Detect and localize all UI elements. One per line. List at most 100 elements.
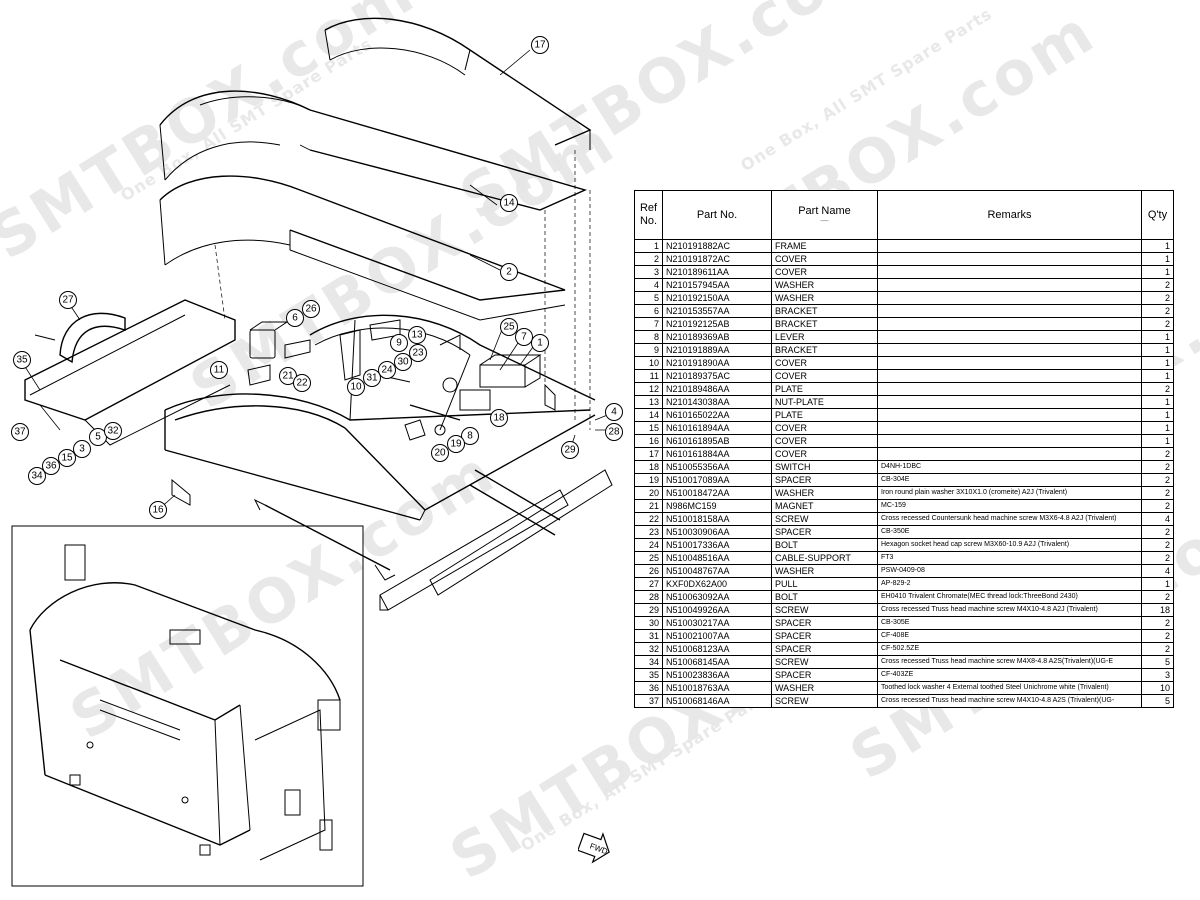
callout-circle bbox=[447, 435, 465, 453]
callout-circle bbox=[500, 194, 518, 212]
cell-name: LEVER bbox=[771, 330, 878, 344]
callout-circle bbox=[59, 291, 77, 309]
cell-qty: 4 bbox=[1141, 564, 1174, 578]
callout-circle bbox=[42, 457, 60, 475]
cell-name: WASHER bbox=[771, 278, 878, 292]
callout-number: 18 bbox=[493, 413, 505, 424]
cell-remarks bbox=[877, 317, 1142, 331]
callout-number: 8 bbox=[467, 431, 473, 442]
header-part-no: Part No. bbox=[662, 190, 772, 240]
cell-ref: 5 bbox=[634, 291, 663, 305]
cell-remarks bbox=[877, 278, 1142, 292]
cell-remarks bbox=[877, 239, 1142, 253]
cell-name: COVER bbox=[771, 447, 878, 461]
callout-number: 1 bbox=[537, 338, 543, 349]
cell-qty: 1 bbox=[1141, 330, 1174, 344]
callout-circle bbox=[531, 334, 549, 352]
cell-remarks bbox=[877, 291, 1142, 305]
cell-ref: 29 bbox=[634, 603, 663, 617]
bracket-parts bbox=[247, 319, 556, 411]
cell-name: SPACER bbox=[771, 629, 878, 643]
cell-remarks: CB-305E bbox=[877, 616, 1142, 630]
cell-remarks bbox=[877, 356, 1142, 370]
callout-17: 17 bbox=[531, 36, 549, 54]
callout-36: 36 bbox=[42, 457, 60, 475]
callout-6: 6 bbox=[286, 309, 304, 327]
callout-circle bbox=[58, 449, 76, 467]
cell-qty: 1 bbox=[1141, 369, 1174, 383]
cell-name: SCREW bbox=[771, 603, 878, 617]
callout-number: 20 bbox=[434, 448, 446, 459]
callout-circle bbox=[149, 501, 167, 519]
cell-qty: 2 bbox=[1141, 551, 1174, 565]
cell-name: SPACER bbox=[771, 525, 878, 539]
callout-number: 25 bbox=[503, 322, 515, 333]
forward-arrow-icon: FWD bbox=[578, 832, 610, 864]
cell-part-no: N510068146AA bbox=[662, 694, 772, 708]
cell-qty: 2 bbox=[1141, 460, 1174, 474]
callout-circle bbox=[531, 36, 549, 54]
cell-ref: 23 bbox=[634, 525, 663, 539]
cell-remarks bbox=[877, 265, 1142, 279]
cell-remarks bbox=[877, 421, 1142, 435]
callout-number: 7 bbox=[521, 332, 527, 343]
callout-circle bbox=[363, 369, 381, 387]
cell-ref: 17 bbox=[634, 447, 663, 461]
cell-name: BRACKET bbox=[771, 317, 878, 331]
cell-ref: 31 bbox=[634, 629, 663, 643]
cell-ref: 21 bbox=[634, 499, 663, 513]
rail-part bbox=[253, 469, 613, 611]
callout-number: 27 bbox=[62, 295, 74, 306]
cell-remarks: CB-304E bbox=[877, 473, 1142, 487]
cell-qty: 1 bbox=[1141, 252, 1174, 266]
cell-part-no: N510068145AA bbox=[662, 655, 772, 669]
cell-ref: 35 bbox=[634, 668, 663, 682]
callout-circle bbox=[500, 263, 518, 281]
callout-8: 8 bbox=[461, 427, 479, 445]
cell-remarks: MC-159 bbox=[877, 499, 1142, 513]
callout-number: 2 bbox=[506, 267, 512, 278]
cell-qty: 1 bbox=[1141, 239, 1174, 253]
callout-number: 26 bbox=[305, 304, 317, 315]
callout-2: 2 bbox=[500, 263, 518, 281]
callout-number: 31 bbox=[366, 373, 378, 384]
cell-name: SPACER bbox=[771, 642, 878, 656]
callout-circle bbox=[561, 441, 579, 459]
cell-part-no: N510048767AA bbox=[662, 564, 772, 578]
cell-qty: 2 bbox=[1141, 486, 1174, 500]
cell-name: WASHER bbox=[771, 486, 878, 500]
cell-qty: 3 bbox=[1141, 668, 1174, 682]
cell-part-no: N210189375AC bbox=[662, 369, 772, 383]
callout-15: 15 bbox=[58, 449, 76, 467]
cell-qty: 1 bbox=[1141, 408, 1174, 422]
cell-name: NUT-PLATE bbox=[771, 395, 878, 409]
callout-circle bbox=[500, 318, 518, 336]
cell-remarks bbox=[877, 304, 1142, 318]
cell-part-no: N210143038AA bbox=[662, 395, 772, 409]
callout-number: 19 bbox=[450, 439, 462, 450]
cell-ref: 9 bbox=[634, 343, 663, 357]
cell-ref: 11 bbox=[634, 369, 663, 383]
callout-number: 24 bbox=[381, 365, 393, 376]
callout-30: 30 bbox=[394, 353, 412, 371]
cell-qty: 1 bbox=[1141, 421, 1174, 435]
callout-circle bbox=[394, 353, 412, 371]
callout-19: 19 bbox=[447, 435, 465, 453]
cell-part-no: N610165022AA bbox=[662, 408, 772, 422]
callout-number: 35 bbox=[16, 355, 28, 366]
cell-qty: 1 bbox=[1141, 395, 1174, 409]
callout-20: 20 bbox=[431, 444, 449, 462]
cell-part-no: N510017336AA bbox=[662, 538, 772, 552]
cell-name: WASHER bbox=[771, 681, 878, 695]
cell-qty: 2 bbox=[1141, 382, 1174, 396]
cell-remarks bbox=[877, 447, 1142, 461]
callout-circle bbox=[286, 309, 304, 327]
